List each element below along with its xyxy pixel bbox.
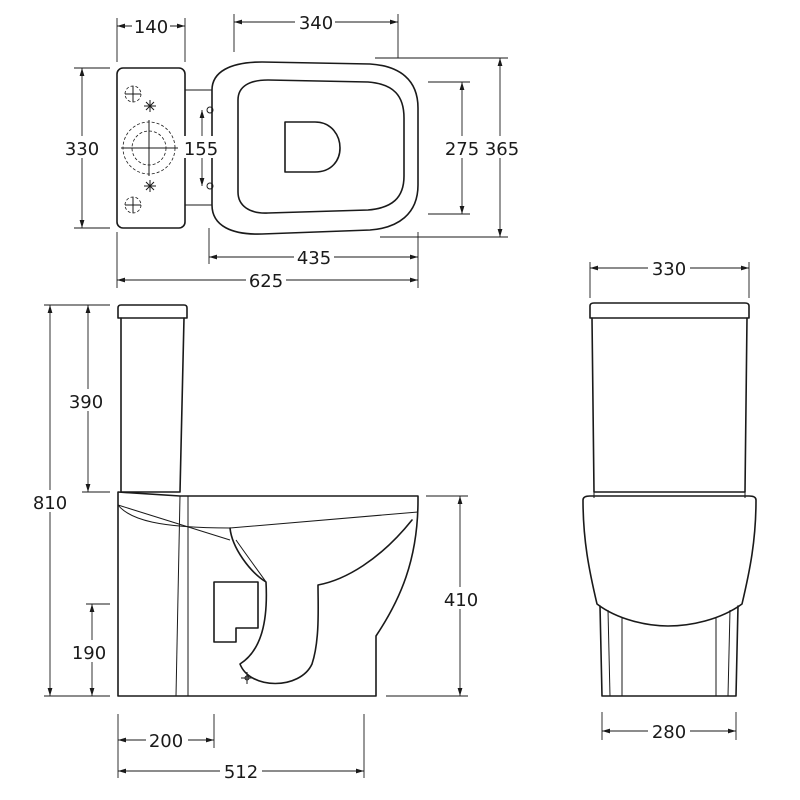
dim-435: 435 — [297, 248, 331, 269]
dim-410: 410 — [444, 590, 478, 611]
dim-200: 200 — [149, 731, 183, 752]
dim-810: 810 — [33, 493, 67, 514]
top-view-bowl-opening — [284, 121, 341, 173]
dim-190: 190 — [72, 643, 106, 664]
front-view-cistern-lid — [589, 302, 750, 319]
dim-330-top: 330 — [65, 139, 99, 160]
top-view-seat — [211, 61, 419, 235]
side-view-cistern — [117, 304, 188, 319]
dim-155: 155 — [184, 139, 218, 160]
front-view-cistern — [591, 317, 748, 493]
dim-365: 365 — [485, 139, 519, 160]
front-view-bowl — [582, 495, 757, 627]
side-view-outlet — [213, 581, 259, 643]
top-view-fixing-holes — [121, 85, 178, 214]
dim-140: 140 — [134, 17, 168, 38]
top-view-seat-aperture — [237, 79, 405, 214]
dim-275: 275 — [445, 139, 479, 160]
side-view: 390 810 190 410 200 512 — [28, 304, 482, 783]
front-view: 330 280 — [582, 258, 757, 743]
dim-330-front: 330 — [652, 259, 686, 280]
top-view: 140 340 330 155 275 365 435 — [62, 12, 522, 292]
side-view-pan — [117, 491, 419, 697]
dim-280: 280 — [652, 722, 686, 743]
dim-340: 340 — [299, 13, 333, 34]
dim-512: 512 — [224, 762, 258, 783]
front-view-pedestal — [599, 605, 739, 697]
dim-390: 390 — [69, 392, 103, 413]
dim-625: 625 — [249, 271, 283, 292]
